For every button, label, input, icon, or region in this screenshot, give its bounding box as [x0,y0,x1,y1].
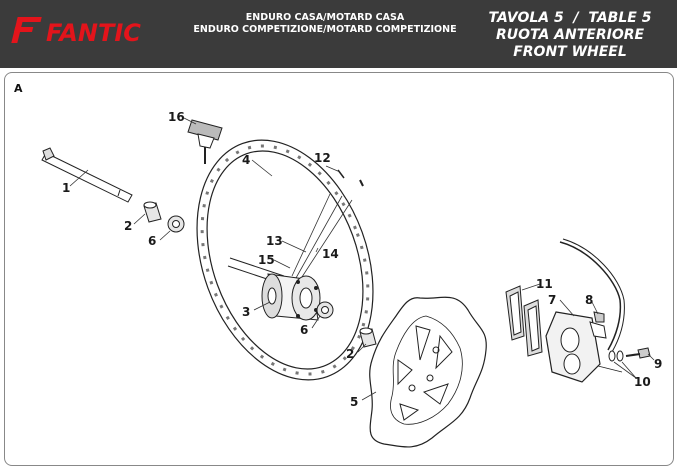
callout-9: 9 [654,357,662,371]
section-letter: A [14,82,23,95]
title-line-1: TAVOLA 5 / TABLE 5 [488,10,652,26]
axle [41,147,133,203]
callout-6-right: 6 [300,323,308,337]
title-line-2: RUOTA ANTERIORE [495,27,645,43]
callout-7: 7 [548,293,556,307]
washers [597,350,624,373]
brand-logo: FANTIC [11,17,141,47]
callout-14: 14 [322,247,339,261]
brand-text: FANTIC [46,19,141,47]
spacer-left [143,201,162,223]
hub [227,257,321,321]
tire-valve [187,119,223,164]
rim [196,139,374,381]
callout-11: 11 [536,277,553,291]
models-line-1: ENDURO CASA/MOTARD CASA [245,12,405,23]
brake-pads [505,285,543,357]
brake-disc [369,296,487,448]
callout-15: 15 [258,253,275,267]
model-list: ENDURO CASA/MOTARD CASA ENDURO COMPETIZI… [185,12,465,36]
header-bar: FANTIC ENDURO CASA/MOTARD CASA ENDURO CO… [0,0,677,68]
spokes [291,193,353,281]
leader-lines [69,117,655,401]
callout-2-left: 2 [124,219,132,233]
table-title: TAVOLA 5 / TABLE 5 RUOTA ANTERIORE FRONT… [470,10,670,61]
callout-10: 10 [634,375,651,389]
brake-hose [559,238,625,353]
spacer-right [359,327,377,348]
bleed-screw [593,311,605,323]
bearing-right [316,301,334,319]
callout-6-left: 6 [148,234,156,248]
diagram-panel [4,72,674,466]
callout-3: 3 [242,305,250,319]
nipple [337,169,364,187]
callout-4: 4 [242,153,250,167]
callout-16: 16 [168,110,185,124]
callout-5: 5 [350,395,358,409]
callout-8: 8 [585,293,593,307]
banjo-bolt [625,347,651,359]
callout-13: 13 [266,234,283,248]
bearing-left [167,215,185,233]
models-line-2: ENDURO COMPETIZIONE/MOTARD COMPETIZIONE [193,24,457,35]
title-line-3: FRONT WHEEL [513,44,627,60]
brake-caliper [545,311,607,383]
callout-2-right: 2 [346,347,354,361]
callout-12: 12 [314,151,331,165]
callout-1: 1 [62,181,70,195]
callout-labels: 1 2 6 3 4 5 6 2 7 8 9 10 11 12 13 14 15 … [62,110,662,409]
